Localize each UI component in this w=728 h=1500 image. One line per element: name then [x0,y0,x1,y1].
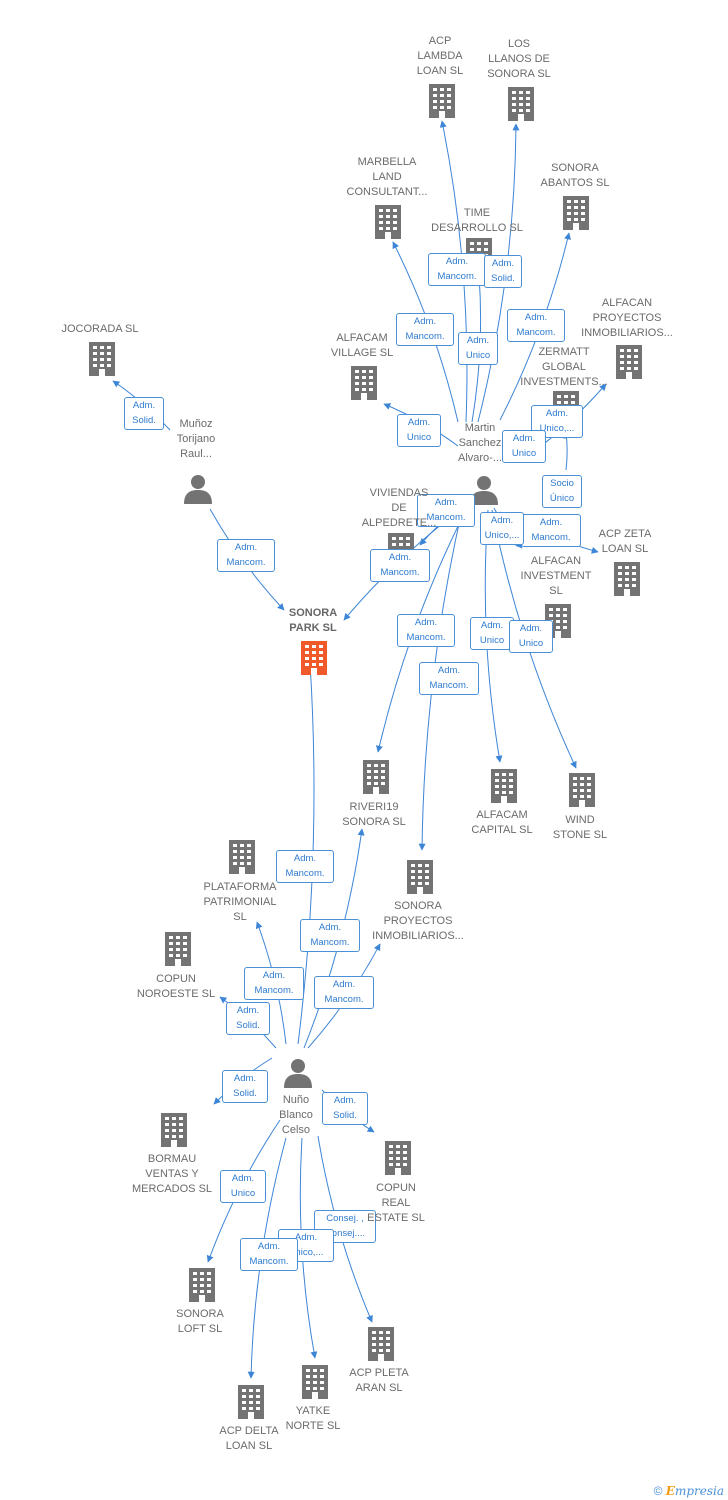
building-icon[interactable] [491,769,517,803]
edge-label[interactable]: Adm. Unico [458,332,498,365]
company-name[interactable]: COPUN NOROESTE SL [136,973,216,1000]
company-name[interactable]: YATKE NORTE SL [285,1405,341,1432]
company-name[interactable]: ALFACAM CAPITAL SL [471,809,533,836]
footer: © Empresia [654,1484,724,1498]
edge-label[interactable]: Adm. Mancom. [314,976,374,1009]
building-icon[interactable] [363,760,389,794]
building-icon[interactable] [165,932,191,966]
company-name[interactable]: VIVIENDAS DE ALPEDRETE... [361,487,437,529]
building-icon[interactable] [616,345,642,379]
edge-label[interactable]: Socio Único [542,475,582,508]
company-name[interactable]: ALFACAM VILLAGE SL [330,332,394,359]
company-name[interactable]: WIND STONE SL [552,814,608,841]
company-name[interactable]: TIME DESARROLLO SL [431,207,523,234]
company-name[interactable]: MARBELLA LAND CONSULTANT... [346,156,428,198]
edge-label[interactable]: Adm. Solid. [484,255,522,288]
building-icon[interactable] [569,773,595,807]
company-name[interactable]: ACP LAMBDA LOAN SL [416,35,464,77]
person-icon[interactable] [184,475,212,504]
building-icon[interactable] [238,1385,264,1419]
company-name[interactable]: JOCORADA SL [61,323,139,335]
company-name[interactable]: ACP ZETA LOAN SL [598,528,652,555]
company-name[interactable]: ALFACAN PROYECTOS INMOBILIARIOS... [581,297,673,339]
building-icon[interactable] [508,87,534,121]
person-icon[interactable] [284,1059,312,1088]
edge-label[interactable]: Adm. Mancom. [521,514,581,547]
edge-label[interactable]: Adm. Mancom. [419,662,479,695]
person-name[interactable]: Muñoz Torijano Raul... [176,418,216,460]
edge-label[interactable]: Adm. Unico [220,1170,266,1203]
company-name[interactable]: ACP PLETA ARAN SL [349,1367,409,1394]
edge-label[interactable]: Adm. Mancom. [276,850,334,883]
company-name[interactable]: ZERMATT GLOBAL INVESTMENTS... [520,346,608,388]
building-icon[interactable] [189,1268,215,1302]
company-name[interactable]: ACP DELTA LOAN SL [219,1425,279,1452]
edge-label[interactable]: Adm. Mancom. [240,1238,298,1271]
edge-label[interactable]: Adm. Mancom. [507,309,565,342]
person-name[interactable]: Martin Sanchez Alvaro-... [457,422,503,464]
brand-logo[interactable]: Empresia [665,1484,724,1498]
building-icon[interactable] [229,840,255,874]
edge-label[interactable]: Adm. Unico [397,414,441,447]
building-icon[interactable] [351,366,377,400]
edge-label[interactable]: Adm. Unico [509,620,553,653]
edge-label[interactable]: Adm. Mancom. [417,494,475,527]
edge-label[interactable]: Adm. Mancom. [397,614,455,647]
company-name[interactable]: SONORA PARK SL [288,607,338,634]
company-name[interactable]: SONORA PROYECTOS INMOBILIARIOS... [372,900,464,942]
edge-label[interactable]: Adm. Unico,... [531,405,583,438]
edge-label[interactable]: Adm. Mancom. [396,313,454,346]
edge-label[interactable]: Adm. Mancom. [244,967,304,1000]
building-icon[interactable] [429,84,455,118]
building-icon[interactable] [89,342,115,376]
company-name[interactable]: SONORA LOFT SL [176,1308,224,1335]
company-name[interactable]: RIVERI19 SONORA SL [342,801,406,828]
company-name[interactable]: SONORA ABANTOS SL [540,162,610,189]
building-icon[interactable] [385,1141,411,1175]
edge-label[interactable]: Adm. Solid. [226,1002,270,1035]
edge-label[interactable]: Adm. Solid. [222,1070,268,1103]
company-name[interactable]: ALFACAN INVESTMENT SL [520,555,592,597]
edge-label[interactable]: Adm. Mancom. [370,549,430,582]
building-icon[interactable] [563,196,589,230]
building-icon[interactable] [368,1327,394,1361]
edge-label[interactable]: Adm. Mancom. [300,919,360,952]
edge-label[interactable]: Adm. Mancom. [428,253,486,286]
edge-label[interactable]: Adm. Unico [502,430,546,463]
building-icon[interactable] [161,1113,187,1147]
company-name[interactable]: PLATAFORMA PATRIMONIAL SL [203,881,277,923]
edge-label[interactable]: Adm. Unico [470,617,514,650]
building-icon[interactable] [375,205,401,239]
building-icon[interactable] [407,860,433,894]
company-name[interactable]: LOS LLANOS DE SONORA SL [487,38,551,80]
company-name[interactable]: BORMAU VENTAS Y MERCADOS SL [131,1153,213,1195]
edge-label[interactable]: Adm. Mancom. [217,539,275,572]
copyright-icon: © [653,1484,663,1498]
edge-label[interactable]: Adm. Solid. [124,397,164,430]
building-icon[interactable] [302,1365,328,1399]
company-name[interactable]: COPUN REAL ESTATE SL [367,1182,425,1224]
edge-label[interactable]: Adm. Unico,... [480,512,524,545]
edge-label[interactable]: Adm. Solid. [322,1092,368,1125]
building-icon[interactable] [614,562,640,596]
person-name[interactable]: Nuño Blanco Celso [279,1094,313,1136]
building-icon[interactable] [301,641,327,675]
